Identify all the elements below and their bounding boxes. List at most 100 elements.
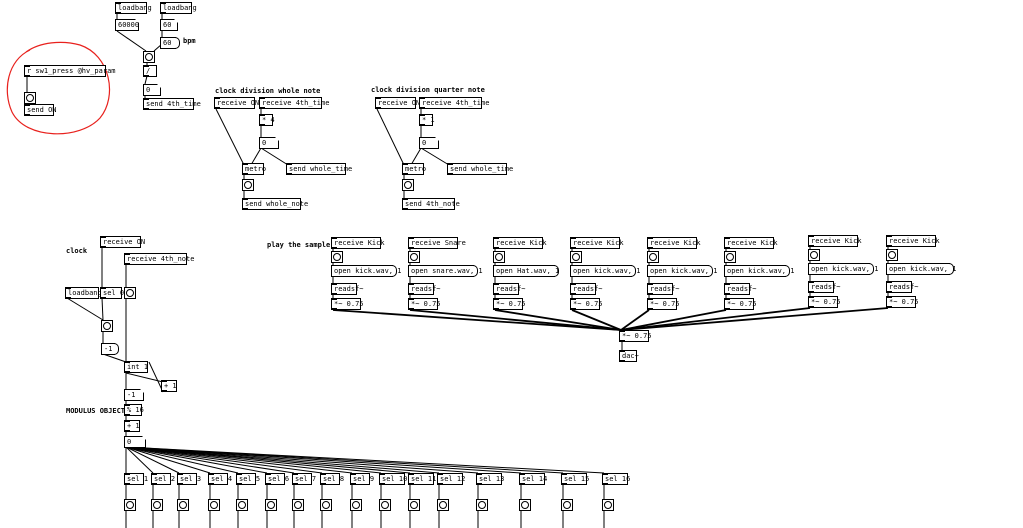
sel-object[interactable]: sel 7: [292, 473, 316, 485]
sel-object[interactable]: sel 9: [350, 473, 374, 485]
sample-gain-object[interactable]: *~ 0.75: [408, 298, 441, 310]
receive-sample-object[interactable]: receive Kick: [724, 237, 778, 249]
bang-button[interactable]: [177, 499, 189, 511]
sample-gain-object[interactable]: *~ 0.75: [808, 296, 841, 308]
sel-object[interactable]: sel 8: [320, 473, 344, 485]
open-file-message[interactable]: open kick.wav, 1: [808, 263, 878, 275]
send-4th-time-object[interactable]: send 4th_time: [143, 98, 201, 110]
receive-sample-object[interactable]: receive Kick: [886, 235, 940, 247]
receive-4th-time-object[interactable]: receive 4th_time: [419, 97, 489, 109]
sel-object[interactable]: sel 4: [208, 473, 232, 485]
bang-button[interactable]: [143, 51, 155, 63]
multiply-object[interactable]: * 1: [419, 114, 435, 126]
sel-object[interactable]: sel 3: [177, 473, 201, 485]
bang-button[interactable]: [242, 179, 254, 191]
open-file-message[interactable]: open kick.wav, 1: [570, 265, 640, 277]
bang-button[interactable]: [331, 251, 343, 263]
bang-button[interactable]: [151, 499, 163, 511]
receive-sample-object[interactable]: receive Snare: [408, 237, 466, 249]
bang-button[interactable]: [561, 499, 573, 511]
send-4th-note-object[interactable]: send 4th_note: [402, 198, 460, 210]
open-file-message[interactable]: open snare.wav, 1: [408, 265, 483, 277]
metro-object[interactable]: metro: [402, 163, 426, 175]
readsf-object[interactable]: readsf~: [331, 283, 364, 295]
sel-object[interactable]: sel 1: [124, 473, 148, 485]
bang-button[interactable]: [379, 499, 391, 511]
receive-sw1-press-object[interactable]: r sw1_press @hv_param: [24, 65, 116, 77]
sample-gain-object[interactable]: *~ 0.75: [493, 298, 526, 310]
bang-button[interactable]: [476, 499, 488, 511]
bang-button[interactable]: [402, 179, 414, 191]
readsf-object[interactable]: readsf~: [724, 283, 757, 295]
sel-object[interactable]: sel 2: [151, 473, 175, 485]
bang-button[interactable]: [124, 499, 136, 511]
modulus-object[interactable]: % 16: [124, 404, 144, 416]
bang-button[interactable]: [320, 499, 332, 511]
add-1-object[interactable]: + 1: [124, 420, 140, 432]
bang-button[interactable]: [437, 499, 449, 511]
receive-sample-object[interactable]: receive Kick: [331, 237, 385, 249]
sel-object[interactable]: sel 14: [519, 473, 547, 485]
bang-button[interactable]: [647, 251, 659, 263]
send-whole-time-object[interactable]: send whole_time: [447, 163, 513, 175]
number-box-60[interactable]: 60: [160, 19, 178, 31]
sample-gain-object[interactable]: *~ 0.75: [647, 298, 680, 310]
sel-object[interactable]: sel 16: [602, 473, 630, 485]
receive-on-object[interactable]: receive ON: [375, 97, 420, 109]
receive-on-object[interactable]: receive ON: [100, 236, 145, 248]
number-box[interactable]: -1: [124, 389, 144, 401]
sel-object[interactable]: sel 13: [476, 473, 504, 485]
receive-sample-object[interactable]: receive Kick: [808, 235, 862, 247]
number-box[interactable]: 0: [259, 137, 279, 149]
open-file-message[interactable]: open kick.wav, 1: [331, 265, 401, 277]
bang-button[interactable]: [265, 499, 277, 511]
mix-multiply-object[interactable]: *~ 0.75: [619, 330, 652, 342]
plus-1-object[interactable]: + 1: [161, 380, 177, 392]
number-box[interactable]: 0: [124, 436, 146, 448]
readsf-object[interactable]: readsf~: [493, 283, 526, 295]
bang-button[interactable]: [519, 499, 531, 511]
send-on-object[interactable]: send ON: [24, 104, 57, 116]
loadbang-object[interactable]: loadbang: [160, 2, 197, 14]
message-minus-1[interactable]: -1: [101, 343, 119, 355]
readsf-object[interactable]: readsf~: [886, 281, 919, 293]
send-whole-time-object[interactable]: send whole_time: [286, 163, 352, 175]
open-file-message[interactable]: open kick.wav, 1: [724, 265, 794, 277]
sel-object[interactable]: sel 5: [236, 473, 260, 485]
bang-button[interactable]: [808, 249, 820, 261]
bang-button[interactable]: [101, 320, 113, 332]
divide-object[interactable]: /: [143, 65, 157, 77]
send-whole-note-object[interactable]: send whole_note: [242, 198, 308, 210]
bang-button[interactable]: [124, 287, 136, 299]
open-file-message[interactable]: open kick.wav, 1: [647, 265, 717, 277]
bang-button[interactable]: [24, 92, 36, 104]
sel-object[interactable]: sel 6: [265, 473, 289, 485]
bang-button[interactable]: [292, 499, 304, 511]
bang-button[interactable]: [236, 499, 248, 511]
receive-sample-object[interactable]: receive Kick: [570, 237, 624, 249]
readsf-object[interactable]: readsf~: [408, 283, 441, 295]
loadbang-object[interactable]: loadbang: [115, 2, 152, 14]
bang-button[interactable]: [408, 251, 420, 263]
readsf-object[interactable]: readsf~: [808, 281, 841, 293]
bang-button[interactable]: [724, 251, 736, 263]
loadbang-object[interactable]: loadbang: [65, 287, 102, 299]
readsf-object[interactable]: readsf~: [570, 283, 603, 295]
receive-4th-time-object[interactable]: receive 4th_time: [259, 97, 329, 109]
bang-button[interactable]: [408, 499, 420, 511]
sample-gain-object[interactable]: *~ 0.75: [331, 298, 364, 310]
sample-gain-object[interactable]: *~ 0.75: [886, 296, 919, 308]
sample-gain-object[interactable]: *~ 0.75: [724, 298, 757, 310]
bang-button[interactable]: [350, 499, 362, 511]
multiply-object[interactable]: * 4: [259, 114, 275, 126]
sel-object[interactable]: sel 11: [408, 473, 436, 485]
open-file-message[interactable]: open Hat.wav, 1: [493, 265, 559, 277]
bang-button[interactable]: [886, 249, 898, 261]
metro-object[interactable]: metro: [242, 163, 266, 175]
number-box[interactable]: 0: [419, 137, 439, 149]
bang-button[interactable]: [493, 251, 505, 263]
receive-4th-note-object[interactable]: receive 4th_note: [124, 253, 194, 265]
open-file-message[interactable]: open kick.wav, 1: [886, 263, 956, 275]
int-object[interactable]: int 1: [124, 361, 148, 373]
sel-object[interactable]: sel 12: [437, 473, 465, 485]
